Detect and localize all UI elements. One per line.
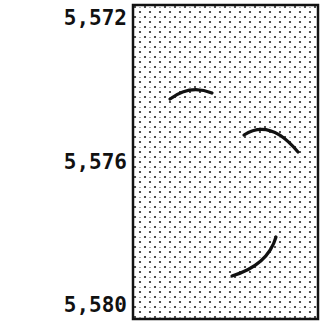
depth-label: 5,580 bbox=[64, 295, 127, 316]
shell-fragment bbox=[170, 90, 212, 99]
depth-label: 5,572 bbox=[64, 8, 127, 29]
stippled-column bbox=[133, 5, 318, 319]
shell-fragment bbox=[232, 237, 276, 276]
depth-label: 5,576 bbox=[64, 152, 127, 173]
shell-fragment bbox=[244, 129, 298, 152]
